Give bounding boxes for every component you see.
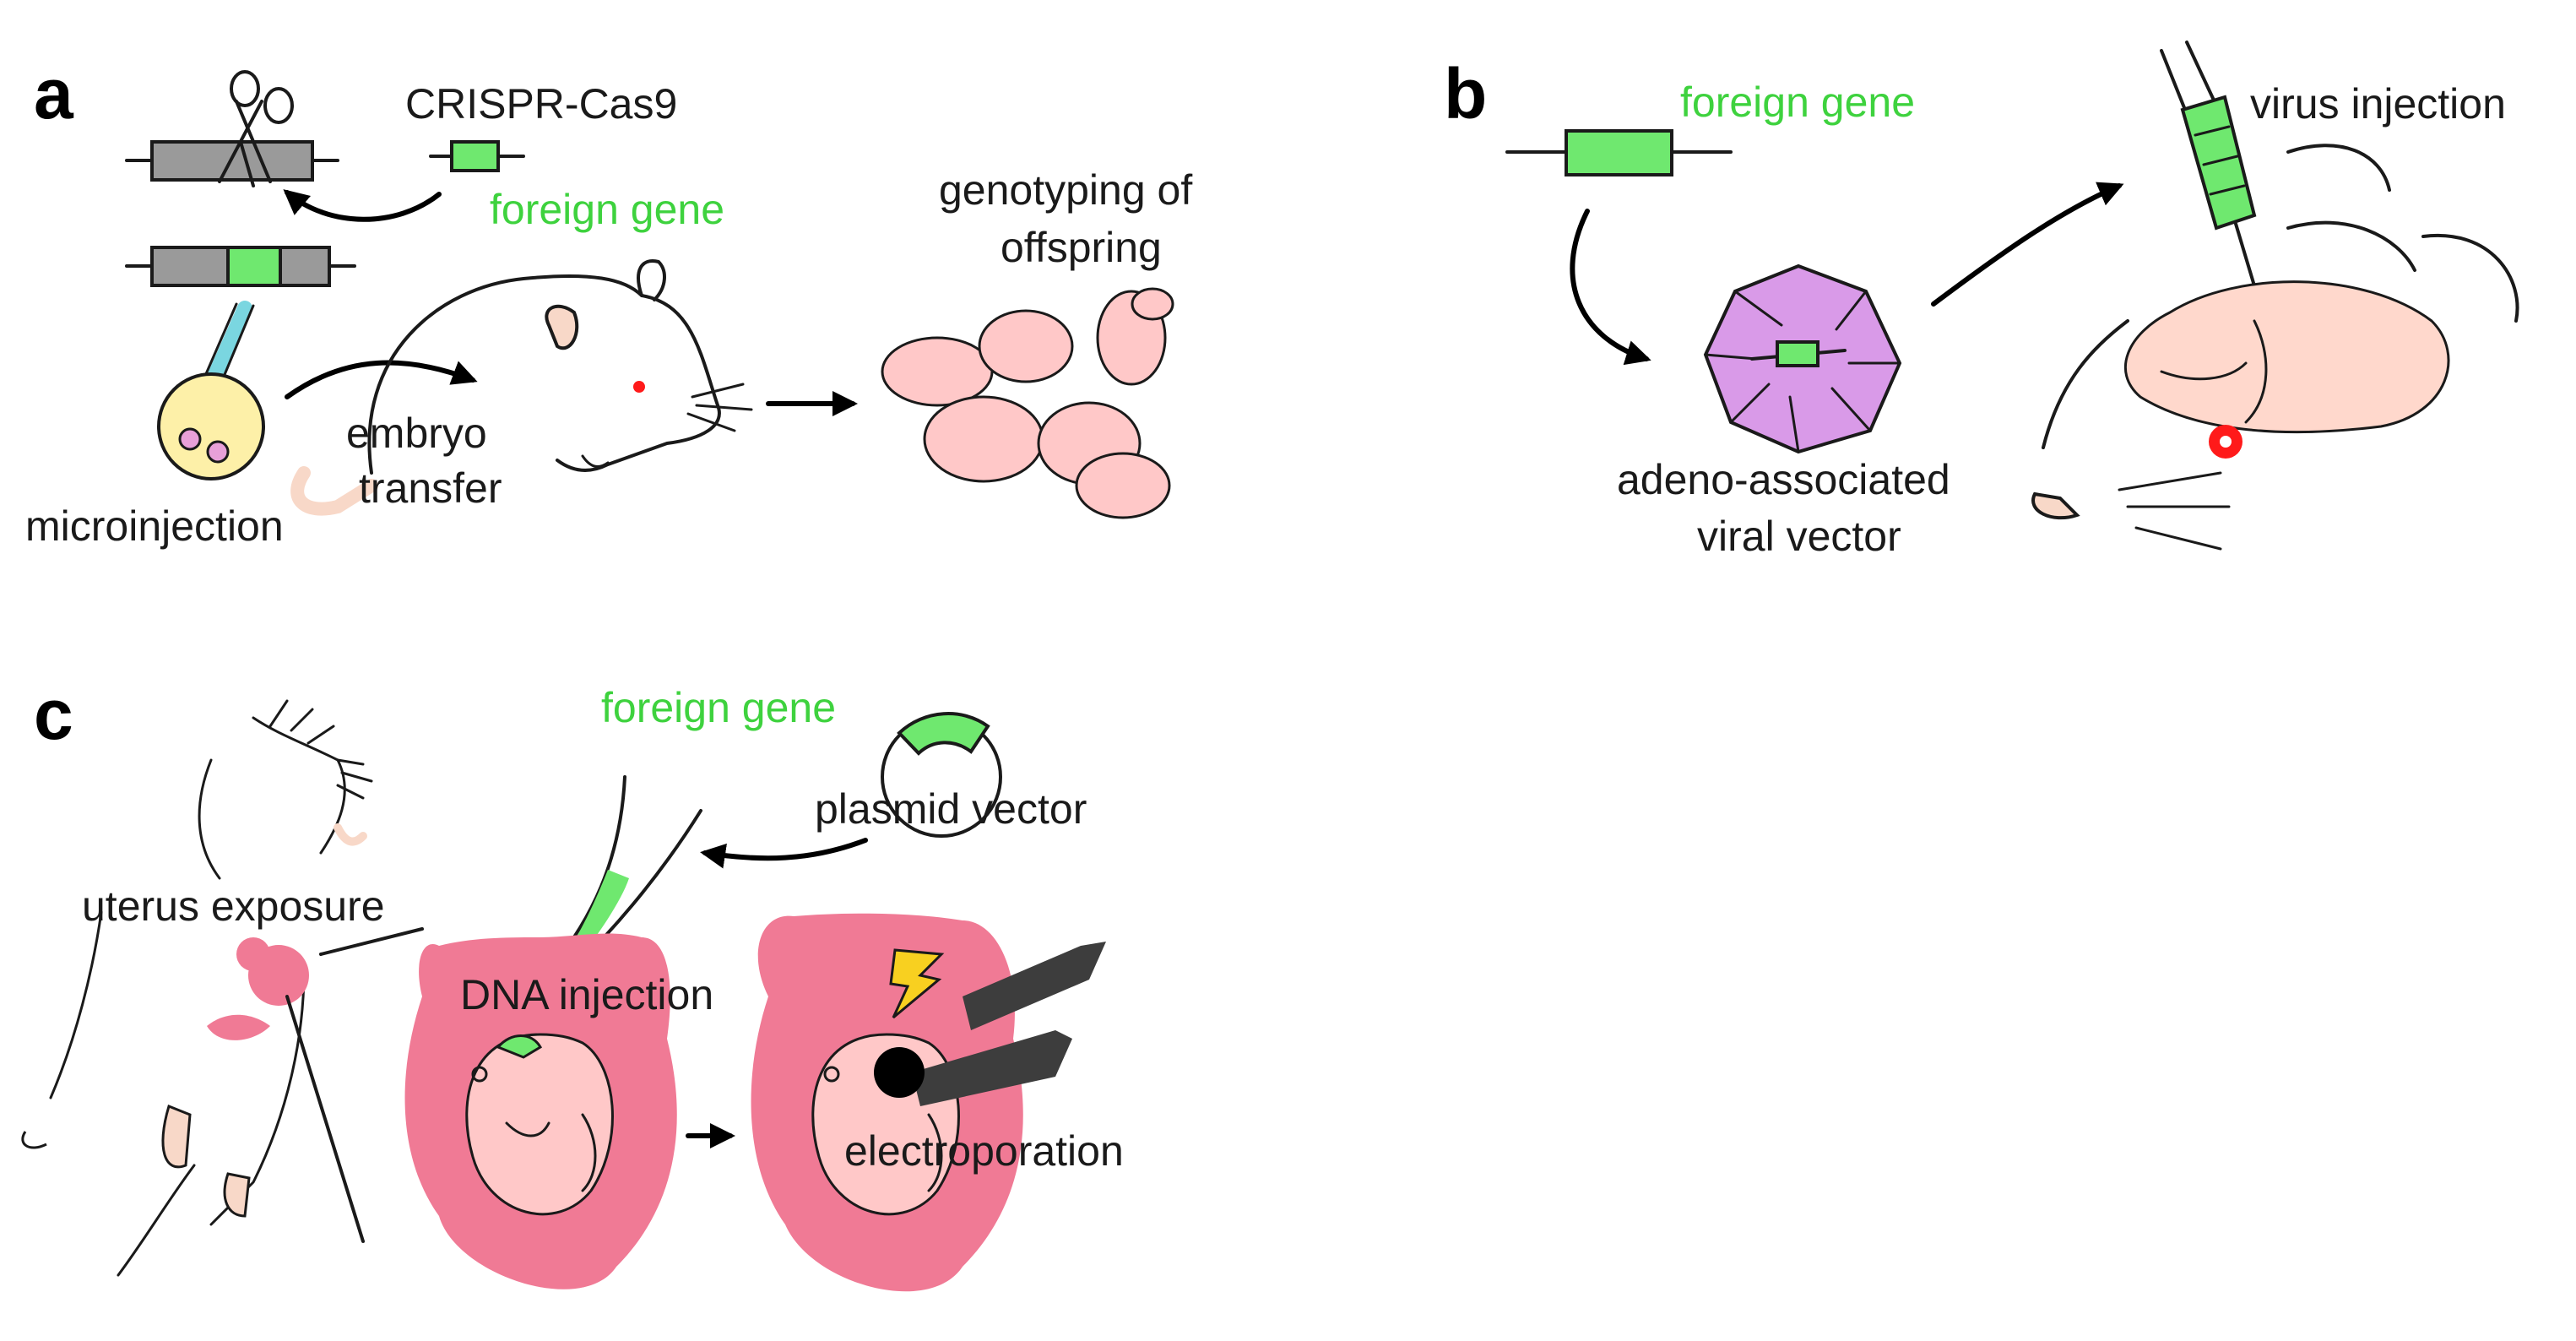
- embryo-label-line1: embryo: [346, 410, 487, 457]
- plasmid-circle: [881, 712, 1002, 838]
- arrow-gene-to-aav: [1570, 209, 1651, 366]
- green-gene-small: [429, 140, 525, 172]
- dna-segment-edited: [125, 246, 356, 287]
- genotyping-label-line2: offspring: [1001, 224, 1162, 271]
- microinjection-pipette: [201, 301, 255, 392]
- foreign-gene-label-a: foreign gene: [490, 186, 724, 233]
- panel-a: a CRISPR-Cas9 foreign gene: [25, 54, 1192, 550]
- microinjection-label: microinjection: [25, 502, 284, 550]
- uterus-embryo-left: [404, 933, 677, 1289]
- aav-label-line1: adeno-associated: [1617, 456, 1950, 503]
- genotyping-label-line1: genotyping of: [939, 166, 1192, 214]
- foreign-gene-label-b: foreign gene: [1680, 79, 1915, 126]
- panel-c: c foreign gene plasmid vector: [21, 675, 1124, 1292]
- panel-letter-b: b: [1444, 54, 1487, 133]
- green-gene-b: [1505, 129, 1733, 176]
- electrodes: [874, 942, 1106, 1106]
- aav-capsid: [1703, 263, 1902, 454]
- arrow-plasmid-to-pipette: [700, 838, 868, 869]
- lightning-bolt-icon: [889, 948, 945, 1019]
- crispr-label: CRISPR-Cas9: [405, 80, 677, 128]
- fertilized-egg: [157, 372, 265, 480]
- arrow-aav-to-brain: [1931, 182, 2124, 307]
- mouse-head-brain: [2031, 144, 2519, 551]
- adult-mouse: [290, 259, 753, 516]
- arrow-gene-to-dna: [283, 189, 442, 222]
- virus-injection-label: virus injection: [2250, 80, 2506, 128]
- scissors-icon: [218, 70, 294, 183]
- uterus-embryo-right: [751, 913, 1023, 1292]
- exposed-uterus-small: [207, 927, 424, 1243]
- arrow-egg-to-mouse: [285, 360, 478, 399]
- embryo-label-line2: transfer: [359, 464, 502, 512]
- foreign-gene-label-c: foreign gene: [601, 684, 836, 731]
- uterus-exposure-label: uterus exposure: [82, 882, 385, 930]
- panel-letter-a: a: [34, 54, 74, 133]
- electroporation-label: electroporation: [844, 1127, 1124, 1175]
- plasmid-vector-label: plasmid vector: [815, 785, 1087, 833]
- mouse-pups: [881, 287, 1174, 519]
- dam-mouse-sketch: [21, 699, 373, 1277]
- panel-b: b foreign gene adeno-associated viral ve…: [1444, 41, 2519, 560]
- aav-label-line2: viral vector: [1697, 513, 1901, 560]
- dna-segment-cut: [125, 140, 339, 187]
- dna-injection-label: DNA injection: [460, 971, 713, 1018]
- panel-letter-c: c: [34, 675, 73, 754]
